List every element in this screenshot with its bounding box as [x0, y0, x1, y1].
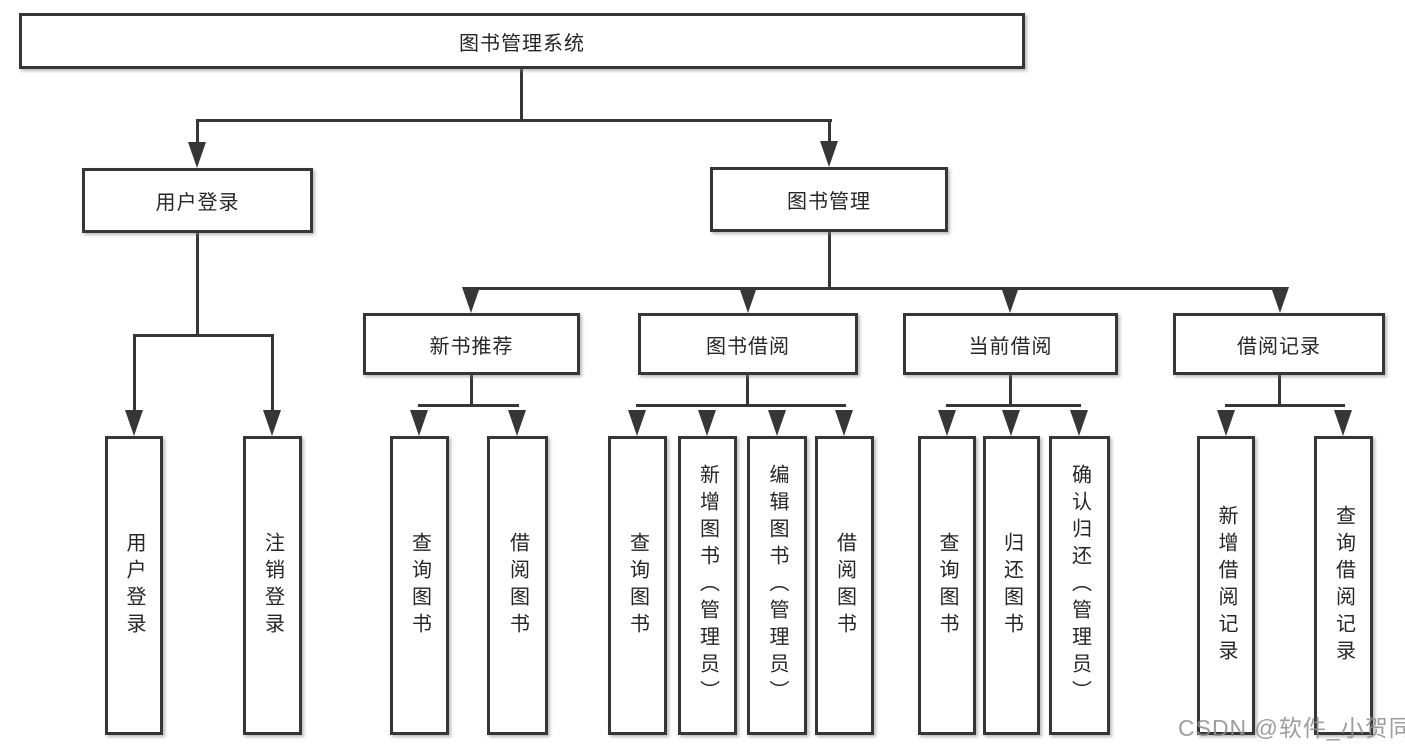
arrow-down-icon — [410, 410, 428, 436]
connector-to-book-management — [828, 119, 831, 145]
arrow-down-icon — [1002, 410, 1020, 436]
connector-userlogin-stem — [196, 233, 199, 336]
connector-currentborrow-horizontal — [946, 404, 1081, 407]
leaf-current-confirm-admin: 确认归还（管理员） — [1049, 436, 1110, 735]
node-root: 图书管理系统 — [19, 13, 1025, 69]
node-current-borrow-label: 当前借阅 — [968, 335, 1053, 358]
arrow-down-icon — [462, 287, 480, 313]
node-current-borrow: 当前借阅 — [903, 313, 1118, 375]
leaf-borrow-query: 查询图书 — [608, 436, 667, 735]
node-root-label: 图书管理系统 — [459, 32, 585, 55]
leaf-borrow-edit-admin-label: 编辑图书（管理员） — [766, 464, 788, 707]
leaf-borrow-query-label: 查询图书 — [626, 531, 649, 640]
node-borrow-records: 借阅记录 — [1173, 313, 1385, 375]
arrow-down-icon — [698, 410, 716, 436]
arrow-down-icon — [125, 410, 143, 436]
arrow-down-icon — [1217, 410, 1235, 436]
leaf-newbook-borrow: 借阅图书 — [487, 436, 548, 735]
arrow-down-icon — [1334, 410, 1352, 436]
arrow-down-icon — [188, 142, 206, 168]
connector-root-stem — [520, 69, 523, 121]
node-user-login: 用户登录 — [82, 168, 313, 233]
leaf-record-query: 查询借阅记录 — [1314, 436, 1373, 735]
connector-root-horizontal — [196, 119, 832, 122]
leaf-logout: 注销登录 — [243, 436, 302, 735]
arrow-down-icon — [1001, 287, 1019, 313]
arrow-down-icon — [820, 141, 838, 167]
connector-userlogin-horizontal — [133, 334, 274, 337]
leaf-current-return-label: 归还图书 — [1000, 531, 1023, 640]
arrow-down-icon — [835, 410, 853, 436]
node-user-login-label: 用户登录 — [155, 192, 240, 214]
connector-bookborrow-horizontal — [636, 404, 846, 407]
leaf-newbook-query-label: 查询图书 — [408, 531, 431, 640]
connector-to-leaf — [133, 334, 136, 412]
leaf-record-add: 新增借阅记录 — [1197, 436, 1255, 735]
leaf-borrow-add-admin-label: 新增图书（管理员） — [696, 464, 719, 707]
node-book-borrow: 图书借阅 — [638, 313, 858, 375]
node-book-management-label: 图书管理 — [787, 191, 871, 213]
connector-to-user-login — [196, 119, 199, 145]
arrow-down-icon — [508, 410, 526, 436]
leaf-record-add-label: 新增借阅记录 — [1215, 504, 1237, 667]
connector-newbook-stem — [470, 375, 473, 406]
leaf-borrow-book-label: 借阅图书 — [833, 531, 856, 640]
arrow-down-icon — [1271, 287, 1289, 313]
node-new-book-recommend: 新书推荐 — [363, 313, 580, 375]
connector-newbook-horizontal — [418, 404, 519, 407]
connector-currentborrow-stem — [1009, 375, 1012, 406]
leaf-borrow-add-admin: 新增图书（管理员） — [678, 436, 737, 735]
leaf-current-query: 查询图书 — [918, 436, 976, 735]
connector-bookborrow-stem — [746, 375, 749, 406]
leaf-current-confirm-admin-label: 确认归还（管理员） — [1068, 464, 1091, 707]
leaf-borrow-book: 借阅图书 — [815, 436, 874, 735]
connector-records-stem — [1278, 375, 1281, 406]
csdn-watermark: CSDN @软件_小贺同学 — [1178, 715, 1405, 741]
leaf-current-return: 归还图书 — [983, 436, 1040, 735]
leaf-logout-label: 注销登录 — [261, 531, 284, 640]
arrow-down-icon — [628, 410, 646, 436]
connector-bookmgmt-horizontal — [470, 287, 1282, 290]
arrow-down-icon — [263, 410, 281, 436]
node-book-management: 图书管理 — [710, 167, 948, 232]
node-borrow-records-label: 借阅记录 — [1237, 335, 1321, 358]
node-book-borrow-label: 图书借阅 — [706, 335, 790, 358]
leaf-newbook-query: 查询图书 — [390, 436, 449, 735]
leaf-current-query-label: 查询图书 — [936, 531, 958, 640]
arrow-down-icon — [768, 410, 786, 436]
leaf-user-login-label: 用户登录 — [123, 531, 145, 640]
connector-to-leaf — [271, 334, 274, 412]
leaf-user-login: 用户登录 — [105, 436, 163, 735]
leaf-borrow-edit-admin: 编辑图书（管理员） — [747, 436, 807, 735]
arrow-down-icon — [1070, 410, 1088, 436]
connector-records-horizontal — [1225, 404, 1345, 407]
node-new-book-recommend-label: 新书推荐 — [429, 335, 514, 358]
arrow-down-icon — [739, 287, 757, 313]
connector-bookmgmt-stem — [828, 232, 831, 290]
leaf-newbook-borrow-label: 借阅图书 — [506, 531, 529, 640]
arrow-down-icon — [938, 410, 956, 436]
leaf-record-query-label: 查询借阅记录 — [1332, 504, 1355, 667]
